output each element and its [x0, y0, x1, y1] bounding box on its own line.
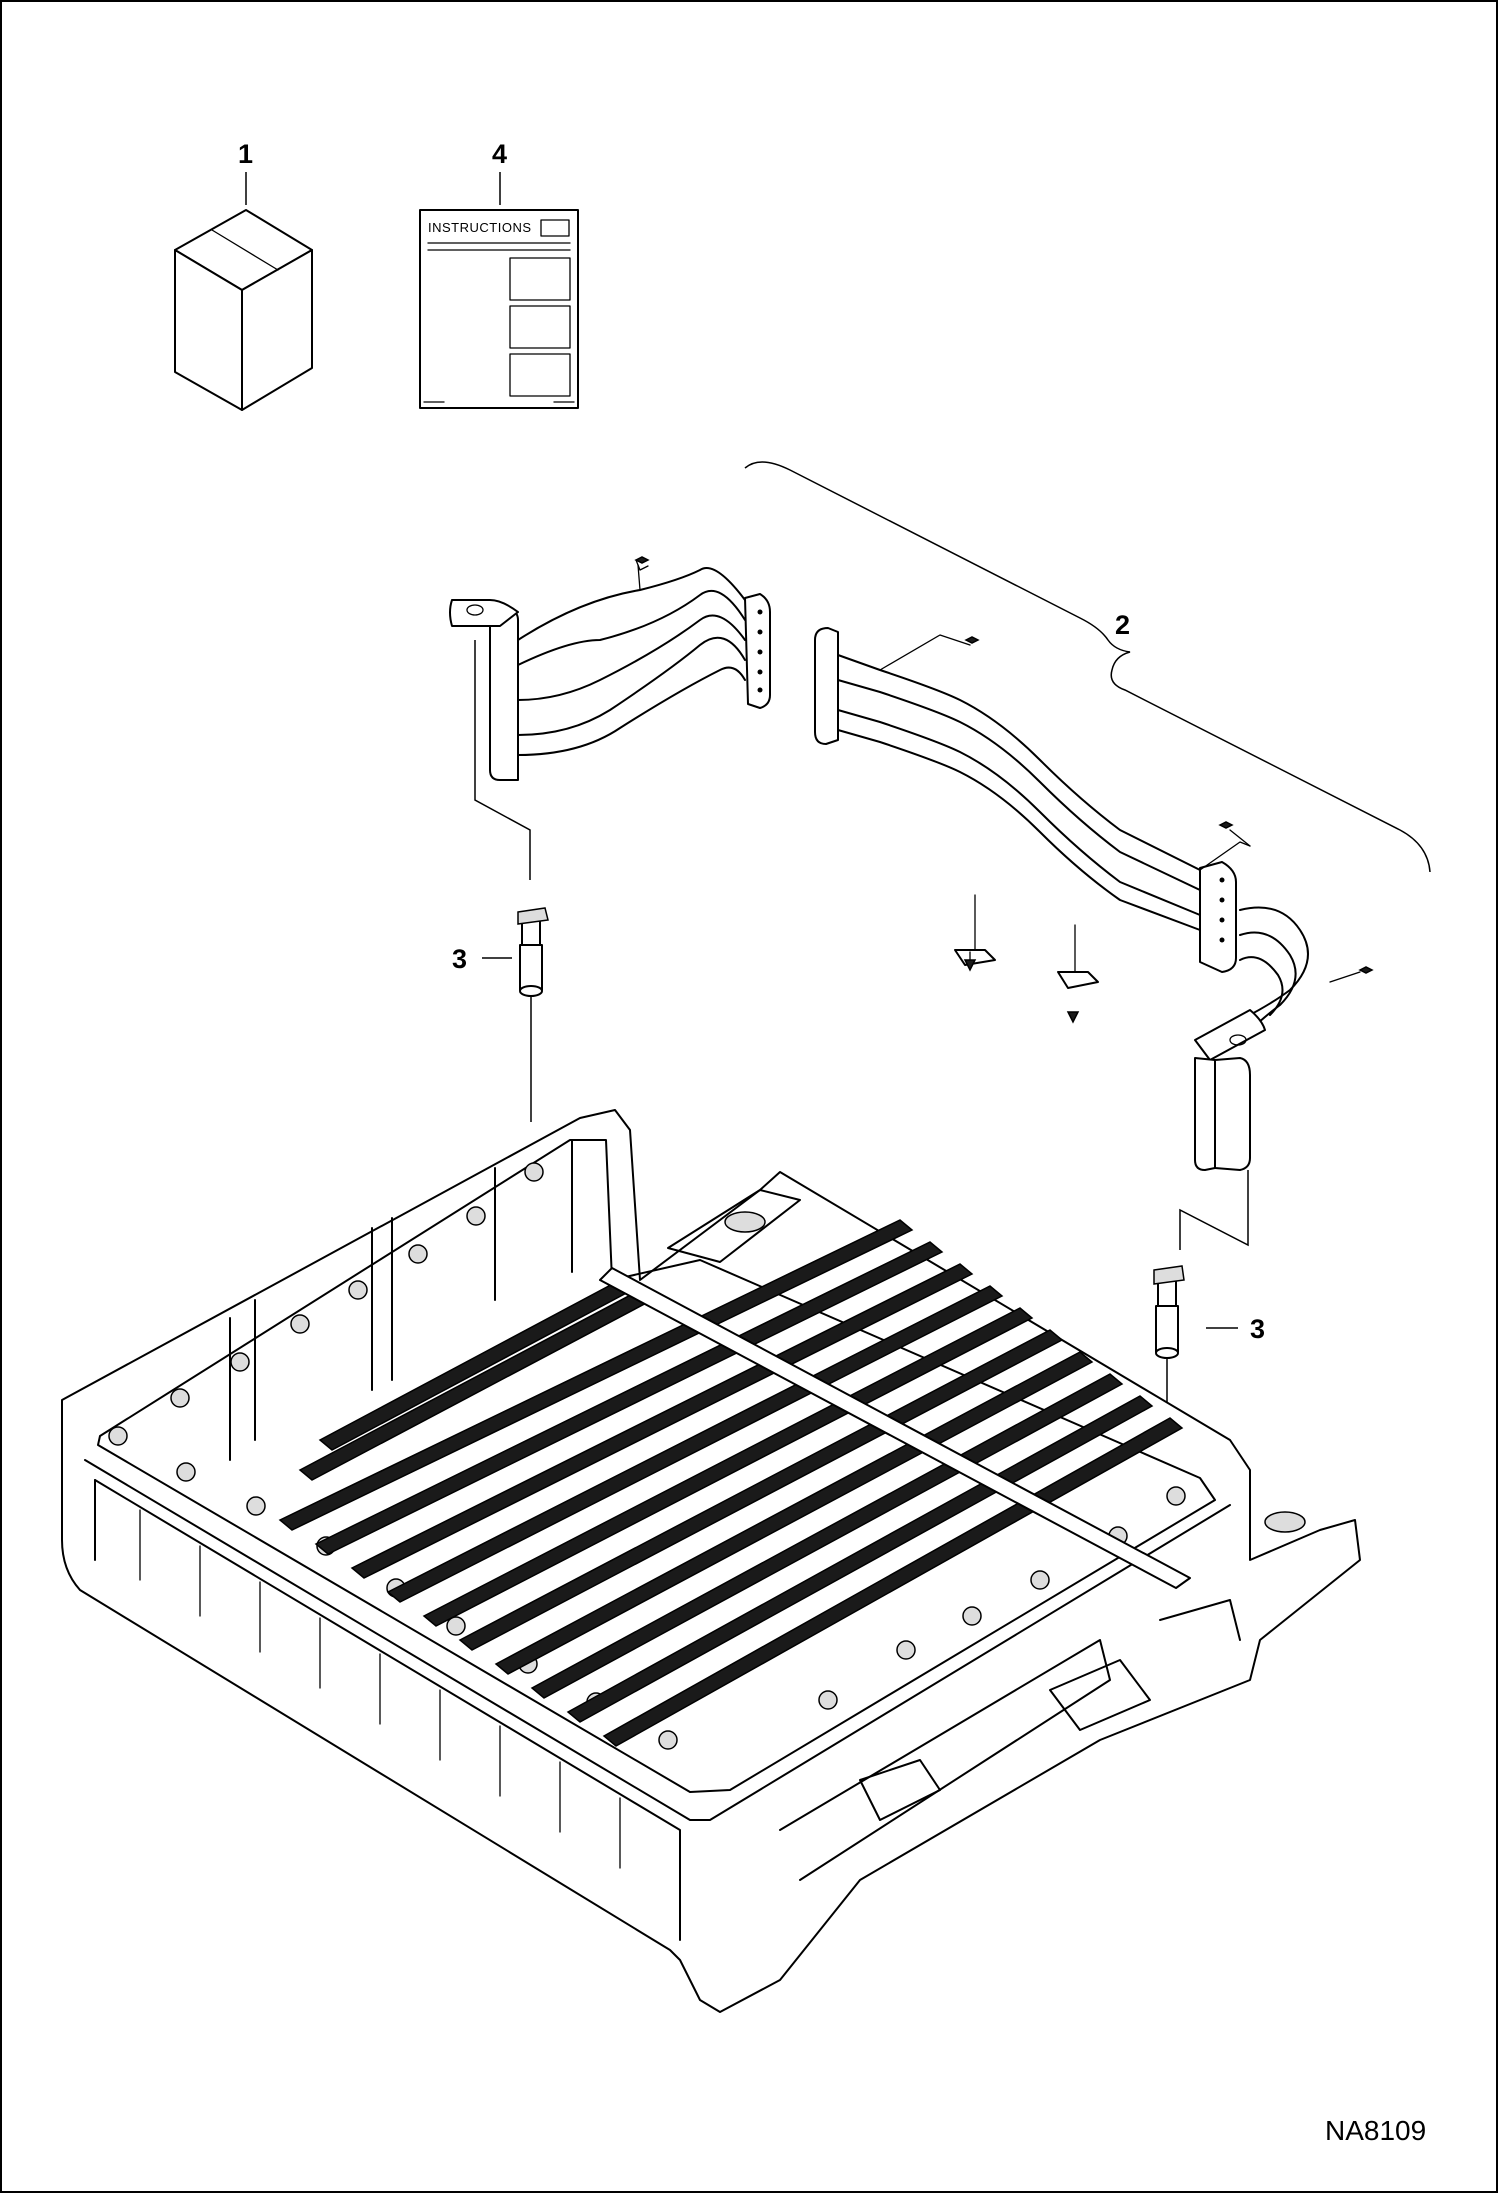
- callout-4: 4: [492, 139, 507, 169]
- rail-assembly: 2: [449, 461, 1431, 1171]
- callout-3-right: 3: [1250, 1314, 1265, 1344]
- instructions-sheet-title: INSTRUCTIONS: [428, 220, 532, 235]
- kit-box: 1: [174, 139, 313, 411]
- socket-left: 3: [452, 907, 549, 1122]
- left-rail: [449, 556, 771, 781]
- socket-right: 3: [1153, 1265, 1265, 1490]
- floor-slats: [278, 1219, 1184, 1747]
- cargo-bed: [61, 1109, 1361, 2013]
- figure-id: NA8109: [1325, 2115, 1426, 2146]
- front-wall-ribs: [139, 1509, 621, 1869]
- right-rail: [1194, 906, 1374, 1171]
- instructions-sheet: 4 INSTRUCTIONS: [419, 139, 579, 409]
- callout-2: 2: [1115, 610, 1130, 640]
- callout-1: 1: [238, 139, 253, 169]
- center-rail: [814, 627, 1251, 1024]
- callout-3-left: 3: [452, 944, 467, 974]
